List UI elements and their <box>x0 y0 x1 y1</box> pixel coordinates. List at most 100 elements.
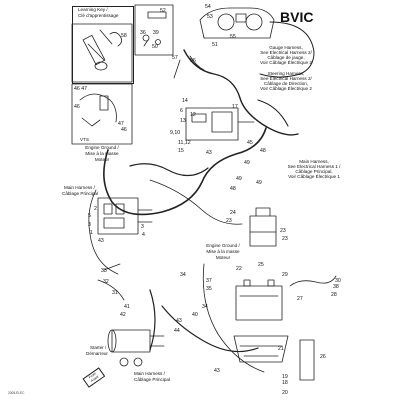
learning-key-box <box>72 6 134 84</box>
callout-9-10: 9,10 <box>170 130 181 136</box>
callout-30: 30 <box>335 278 341 284</box>
callout-3-a: 3 <box>88 222 91 228</box>
callout-45: 45 <box>247 140 253 146</box>
callout-4: 4 <box>142 232 145 238</box>
callout-31: 31 <box>112 290 118 296</box>
callout-40: 40 <box>192 312 198 318</box>
callout-29: 29 <box>282 272 288 278</box>
callout-58: 58 <box>121 33 127 39</box>
callout-26: 26 <box>320 354 326 360</box>
callout-48-b: 48 <box>230 186 236 192</box>
engine-ground-label-1a: Engine Ground / <box>85 145 119 150</box>
gauge-cluster-part <box>199 7 275 39</box>
document-code: 2008-ELEC <box>8 391 25 395</box>
battery-bracket-part <box>249 207 277 247</box>
gauge-harness-label-4: Voir Câblage Électrique 2 <box>260 60 312 65</box>
battery-cover-part <box>299 339 315 381</box>
steering-harness-label-3: Câblage de Direction, <box>263 81 309 86</box>
module-part <box>185 107 255 141</box>
callout-6: 6 <box>180 108 183 114</box>
callout-46-b: 46 <box>121 127 127 133</box>
callout-35: 35 <box>206 286 212 292</box>
callout-23-b: 23 <box>280 228 286 234</box>
callout-46-47: 46 47 <box>74 86 87 92</box>
callout-24: 24 <box>230 210 236 216</box>
callout-42: 42 <box>120 312 126 318</box>
callout-57: 57 <box>172 55 178 61</box>
engine-ground-label-2b: Mise à la masse <box>206 249 240 254</box>
main-harness-left-label-2: Câblage Principal <box>62 191 99 196</box>
callout-27: 27 <box>297 296 303 302</box>
callout-34-b: 34 <box>202 304 208 310</box>
callout-12: 12 <box>190 112 196 118</box>
callout-23-c: 23 <box>282 236 288 242</box>
callout-41: 41 <box>124 304 130 310</box>
callout-37: 37 <box>206 278 212 284</box>
callout-47: 47 <box>118 121 124 127</box>
callout-15: 15 <box>178 148 184 154</box>
callout-2: 2 <box>94 206 97 212</box>
callout-17: 17 <box>232 104 238 110</box>
learning-key-part <box>71 23 133 83</box>
callout-36: 36 <box>140 30 146 36</box>
learning-key-label-1: Learning Key / <box>78 7 108 12</box>
callout-53: 53 <box>207 14 213 20</box>
callout-54: 54 <box>205 4 211 10</box>
callout-55: 55 <box>230 34 236 40</box>
callout-49-b: 49 <box>236 176 242 182</box>
engine-ground-label-2a: Engine Ground / <box>206 243 240 248</box>
steering-harness-label-1: Steering Harness, <box>267 71 305 76</box>
battery-part <box>235 279 283 321</box>
callout-23-a: 23 <box>226 218 232 224</box>
small-parts-box <box>134 4 174 56</box>
engine-ground-label-1c: Moteur <box>94 157 110 162</box>
starter-part <box>107 329 165 367</box>
callout-49-c: 49 <box>256 180 262 186</box>
callout-5: 5 <box>88 213 91 219</box>
fuse-block-part <box>97 197 153 235</box>
main-harness-right-label-4: Voir Câblage Électrique 1 <box>288 174 340 179</box>
starter-label-2: Démarreur <box>86 351 108 356</box>
callout-25: 25 <box>258 262 264 268</box>
callout-14: 14 <box>182 98 188 104</box>
callout-50: 50 <box>152 44 158 50</box>
callout-51: 51 <box>212 42 218 48</box>
engine-ground-label-1b: Mise à la masse <box>85 151 119 156</box>
callout-56: 56 <box>190 58 196 64</box>
callout-34: 34 <box>180 272 186 278</box>
diagram-title: BVIC <box>280 9 314 25</box>
callout-32: 32 <box>103 279 109 285</box>
main-harness-right-label-1: Main Harness, <box>299 159 329 164</box>
callout-38: 38 <box>333 284 339 290</box>
starter-label-1: Starter / <box>90 345 107 350</box>
steering-harness-label-4: Voir Câblage Électrique 2 <box>260 86 312 91</box>
battery-tray-part <box>233 335 289 363</box>
callout-1: 1 <box>90 230 93 236</box>
main-harness-right-label-3: Câblage Principal, <box>295 169 333 174</box>
callout-21: 21 <box>278 346 284 352</box>
main-harness-bottom-label-2: Câblage Principal <box>134 377 171 382</box>
callout-43-d: 43 <box>214 368 220 374</box>
main-harness-right-label-2: See Electrical Harness 1 / <box>287 164 341 169</box>
steering-harness-label-2: See Electrical Harness 2/ <box>260 76 312 81</box>
callout-49-a: 49 <box>244 160 250 166</box>
main-harness-bottom-label-1: Main Harness / <box>134 371 165 376</box>
callout-18: 18 <box>282 380 288 386</box>
callout-11-12: 11,12 <box>178 140 191 146</box>
callout-48-a: 48 <box>260 148 266 154</box>
main-harness-left-label-1: Main Harness / <box>64 185 95 190</box>
gauge-harness-label-2: See Electrical Harness 2/ <box>260 50 312 55</box>
callout-28: 28 <box>331 292 337 298</box>
callout-33: 33 <box>101 268 107 274</box>
callout-46-a: 46 <box>74 104 80 110</box>
callout-20: 20 <box>282 390 288 396</box>
callout-3-b: 3 <box>141 224 144 230</box>
gauge-harness-label-1: Gauge Harness, <box>269 45 303 50</box>
callout-43-a: 43 <box>206 150 212 156</box>
gauge-harness-label-3: Câblage de jauge, <box>267 55 305 60</box>
engine-ground-label-2c: Moteur <box>215 255 231 260</box>
learning-key-label-2: Clé d'apprentissage <box>78 13 119 18</box>
callout-43-b: 43 <box>98 238 104 244</box>
